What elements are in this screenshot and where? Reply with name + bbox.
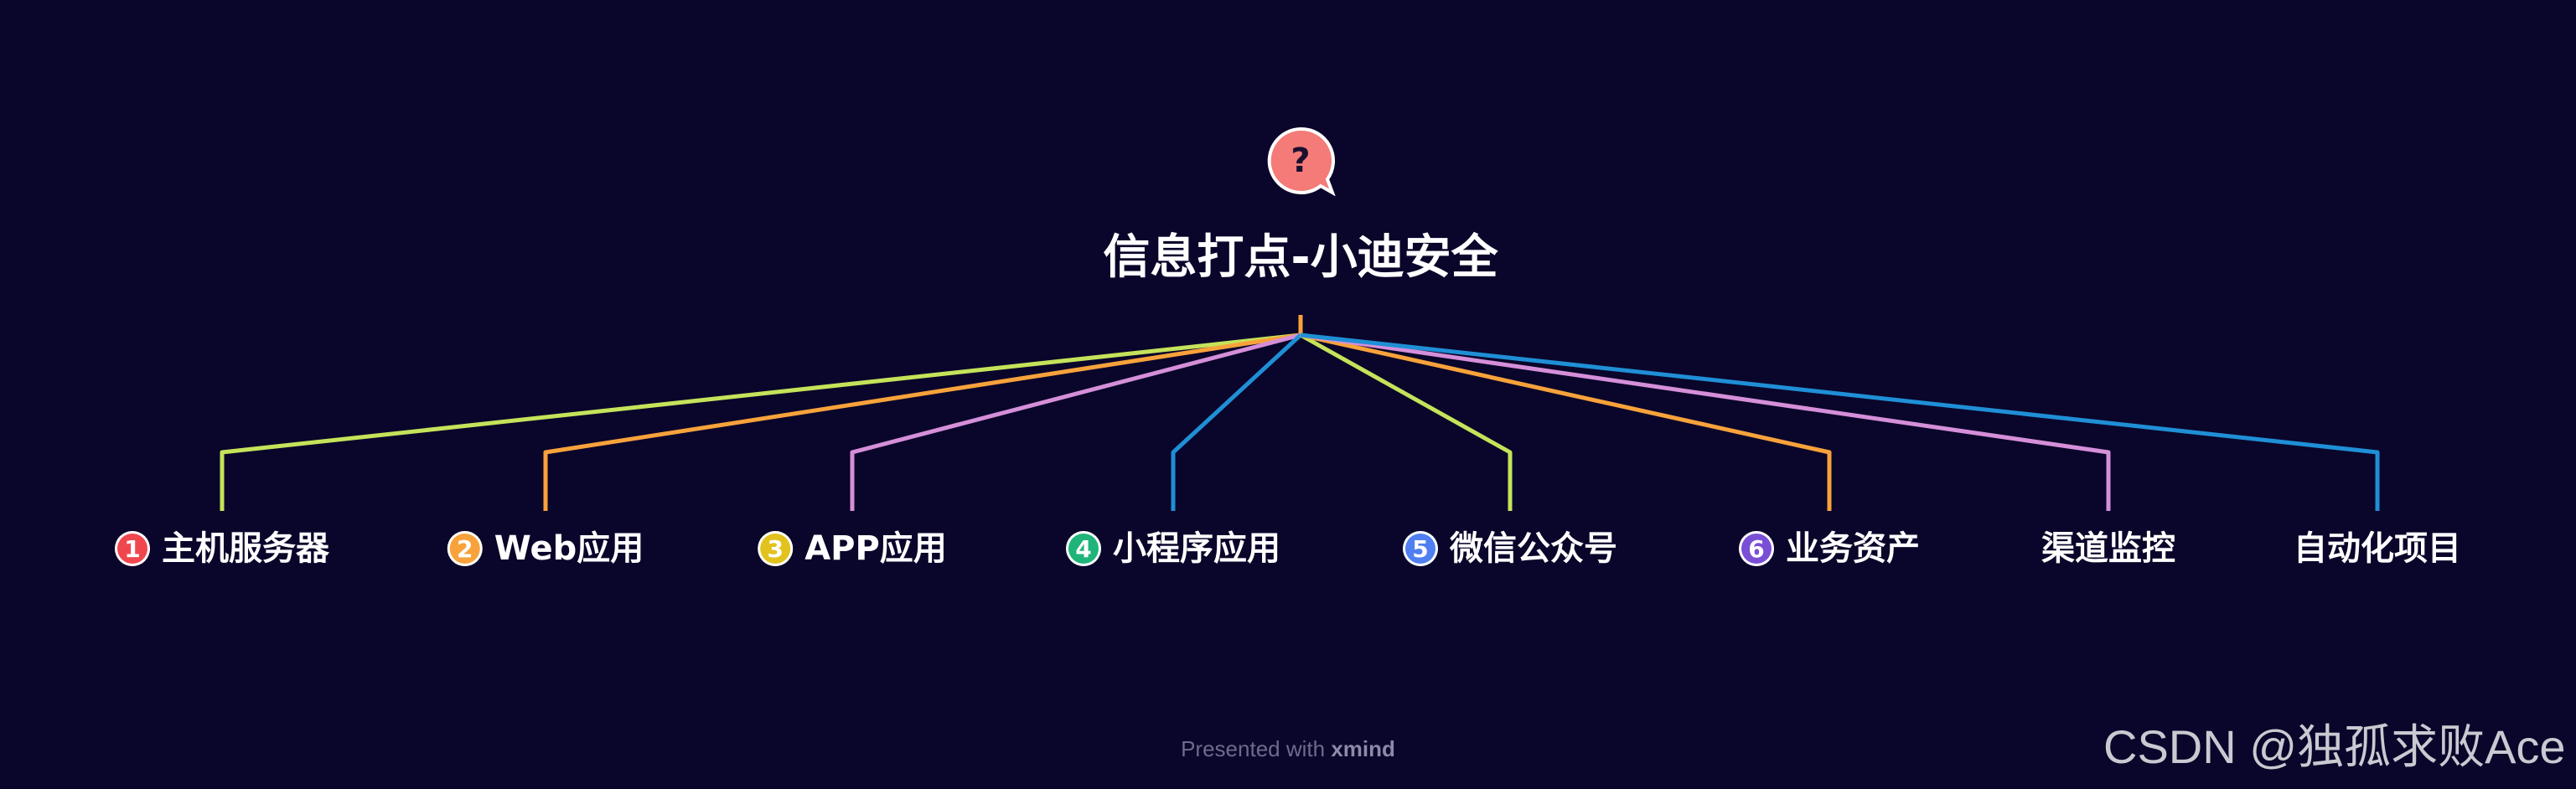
branch-label: 微信公众号 xyxy=(1450,529,1617,568)
priority-3-icon: 3 xyxy=(758,531,794,566)
branch-topic-7[interactable]: 渠道监控 xyxy=(2041,519,2175,578)
footer-prefix: Presented with xyxy=(1181,736,1326,761)
svg-text:?: ? xyxy=(1291,142,1310,180)
connector-3 xyxy=(850,333,1301,511)
priority-5-icon: 5 xyxy=(1403,531,1438,566)
branch-label: APP应用 xyxy=(804,529,947,568)
priority-1-icon: 1 xyxy=(115,531,150,566)
root-topic-title[interactable]: 信息打点-小迪安全 xyxy=(1103,230,1498,285)
branch-topic-1[interactable]: 1 主机服务器 xyxy=(115,519,329,578)
branch-topic-2[interactable]: 2 Web应用 xyxy=(447,519,644,578)
question-speech-bubble-icon: ? xyxy=(1265,126,1336,197)
branch-label: 业务资产 xyxy=(1786,529,1920,568)
connector-2 xyxy=(543,333,1301,511)
branch-topic-4[interactable]: 4 小程序应用 xyxy=(1066,519,1280,578)
connector-8 xyxy=(1300,333,2380,511)
branch-topic-8[interactable]: 自动化项目 xyxy=(2294,519,2461,578)
connector-5 xyxy=(1299,333,1513,511)
connector-7 xyxy=(1300,333,2111,511)
branch-topic-3[interactable]: 3 APP应用 xyxy=(758,519,947,578)
connector-4 xyxy=(1171,333,1302,511)
branch-label: Web应用 xyxy=(494,529,644,568)
connector-6 xyxy=(1300,333,1832,511)
branch-label: 小程序应用 xyxy=(1113,529,1280,568)
priority-2-icon: 2 xyxy=(447,531,483,566)
presented-with-footer: Presented with xmind xyxy=(1089,734,1487,764)
branch-label: 渠道监控 xyxy=(2041,529,2175,568)
footer-brand: xmind xyxy=(1331,736,1395,761)
connector-1 xyxy=(220,333,1301,511)
branch-label: 自动化项目 xyxy=(2294,529,2461,568)
priority-4-icon: 4 xyxy=(1066,531,1101,566)
csdn-watermark: CSDN @独孤求败Ace xyxy=(2103,720,2566,773)
priority-6-icon: 6 xyxy=(1739,531,1774,566)
branch-label: 主机服务器 xyxy=(162,529,329,568)
branch-topic-5[interactable]: 5 微信公众号 xyxy=(1403,519,1617,578)
branch-topic-6[interactable]: 6 业务资产 xyxy=(1739,519,1920,578)
